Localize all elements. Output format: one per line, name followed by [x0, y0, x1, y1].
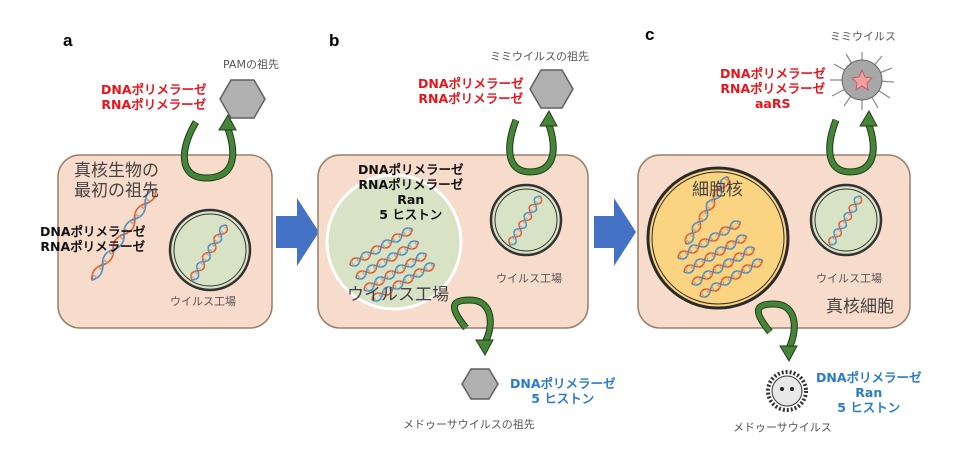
green-arrow-c-up	[826, 109, 878, 176]
factory-c-label: ウイルス工場	[816, 272, 882, 285]
large-factory-b-label: ウイルス工場	[347, 285, 449, 305]
medusavirus-ancestor	[461, 368, 499, 400]
panel-c-letter: c	[645, 25, 655, 44]
factory-a-label: ウイルス工場	[170, 295, 236, 308]
green-arrow-b-down	[451, 296, 494, 357]
panel-b-letter: b	[329, 31, 340, 50]
mimivirus-icon	[830, 52, 895, 110]
pam-ancestor-label: PAMの祖先	[223, 58, 279, 71]
green-arrow-c-down	[755, 300, 798, 363]
mimivirus-ancestor	[529, 69, 574, 109]
medusa-ancestor-label: メドゥーサウイルスの祖先	[403, 418, 535, 431]
nucleus-label: 細胞核	[692, 180, 743, 200]
cell-a-title: 真核生物の最初の祖先	[74, 161, 159, 202]
pam-ancestor-virus	[219, 79, 266, 119]
blue-arrow-bc	[594, 198, 636, 266]
mimivirus-label: ミミウイルス	[830, 30, 896, 43]
medusavirus-label: メドゥーサウイルス	[733, 421, 832, 434]
green-arrow-b-up	[506, 109, 558, 176]
green-arrow-a	[181, 113, 237, 182]
eukaryotic-cell-label: 真核細胞	[826, 297, 894, 317]
mimivirus-ancestor-label: ミミウイルスの祖先	[490, 50, 589, 63]
factory-b-label: ウイルス工場	[496, 272, 562, 285]
blue-arrow-ab	[276, 198, 319, 266]
panel-a-letter: a	[63, 31, 73, 50]
medusavirus-icon	[766, 370, 808, 412]
